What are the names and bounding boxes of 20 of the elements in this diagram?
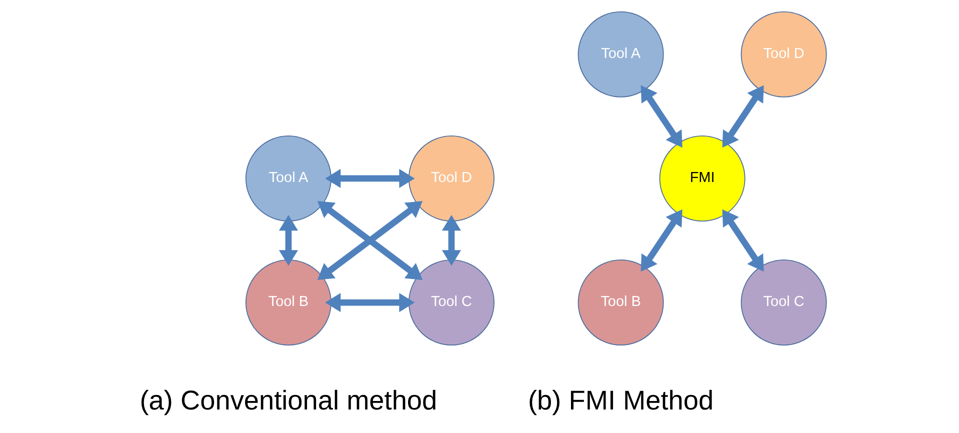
label: (b) FMI Method [528,384,714,416]
arrow [324,168,414,188]
arrow [722,85,764,148]
node-circle: Tool A [244,135,331,222]
node-circle: Tool D [740,11,826,98]
arrow [278,215,298,266]
arrow [722,209,764,272]
arrow [640,209,682,272]
label: (a) Conventional method [139,384,437,416]
node-circle: Tool C [408,260,494,346]
node-circle: FMI [658,135,745,222]
node-circle: Tool C [740,260,826,346]
arrow [441,215,461,266]
arrow [316,201,422,280]
node-circle: Tool A [577,11,664,98]
arrow [640,85,682,148]
node-circle: Tool B [244,260,331,346]
arrow [324,292,414,312]
node-circle: Tool D [408,135,494,222]
node-circle: Tool B [577,260,664,346]
